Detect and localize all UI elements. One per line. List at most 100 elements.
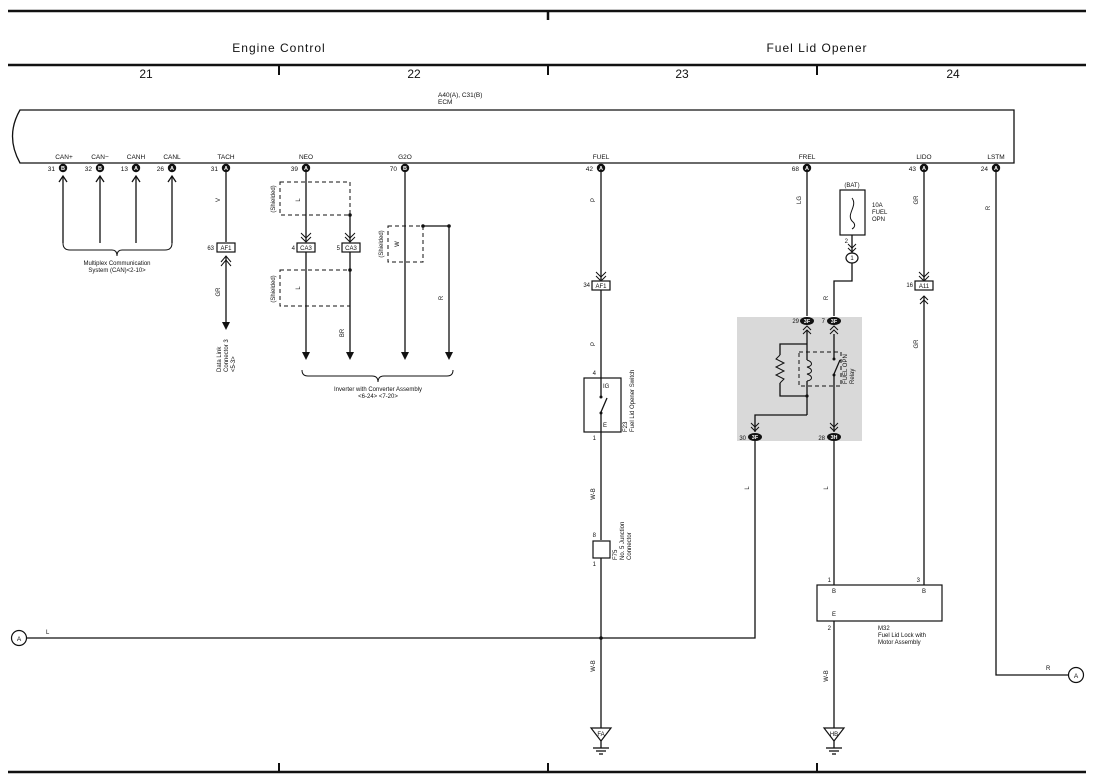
svg-text:AF1: AF1 [220,246,232,252]
column-21: 21 [139,67,153,81]
svg-text:29: 29 [792,319,799,325]
wire-l-28-label: L [824,486,830,490]
g2o-wire-label: W [395,241,401,247]
ecm-pin-canl: CANL 26 A [157,154,181,173]
svg-text:NEO: NEO [299,154,313,161]
tach-dest-line2: Connector 3 [224,339,230,372]
svg-text:CAN+: CAN+ [55,154,73,161]
relay-pin-28 [827,433,841,441]
svg-text:A: A [134,166,138,172]
lido-wire2-label: GR [914,339,920,349]
wire-l-to-offpage-a: L L A [10,441,756,647]
ground-hb [822,727,846,742]
neo-connector-ca3-b [341,242,361,253]
can-note-line1: Multiplex Communication [83,261,150,267]
frel-circuit: LG 29 3F [792,172,814,344]
fuel-lid-lock-motor: 1 B 3 B E 2 M32 Fuel Lid Lock with Motor… [816,578,943,755]
svg-text:32: 32 [85,166,93,173]
wire-l-30-label: L [745,486,751,490]
svg-text:E: E [603,423,607,429]
svg-text:FA: FA [597,732,604,738]
junction-connector-f75 [592,540,611,559]
lock-name-line2: Motor Assembly [878,640,921,646]
tach-wire-label: V [216,198,222,202]
ecm-pin-tach: TACH 31 A [211,154,235,173]
ecm-pin-fuel: FUEL 42 A [586,154,610,173]
svg-text:26: 26 [157,166,165,173]
svg-text:LIDO: LIDO [916,154,931,161]
jc-name-line1: No. 5 Junction [620,522,626,560]
section-fuel-lid-opener: Fuel Lid Opener [766,41,867,55]
svg-text:42: 42 [586,166,594,173]
ecm-pin-lido: LIDO 43 A [909,154,932,173]
relay-pin-29 [800,317,814,325]
wire-l-left-label: L [46,630,50,636]
g2o-wire2-label: R [439,295,445,300]
inverter-note-line2: <6-24> <7-20> [358,394,398,400]
ecm-pin-frel: FREL 68 A [792,154,816,173]
svg-text:13: 13 [121,166,129,173]
svg-text:30: 30 [739,436,746,442]
svg-text:A: A [599,166,603,172]
svg-text:24: 24 [981,166,989,173]
svg-text:IG: IG [603,384,610,390]
svg-text:2: 2 [845,239,849,245]
neo-circuit: (Shielded) L 4 CA3 5 CA3 (Shielded) L BR [271,172,361,360]
svg-text:5: 5 [337,246,341,252]
svg-text:P: P [591,342,597,346]
svg-text:3F: 3F [752,435,759,441]
svg-text:G2O: G2O [398,154,412,161]
svg-text:CA3: CA3 [300,246,312,252]
svg-text:A: A [805,166,809,172]
svg-text:B: B [922,589,926,595]
svg-text:31: 31 [211,166,219,173]
fuel-switch-id: F23 [623,421,629,432]
svg-text:A: A [17,636,22,643]
column-24: 24 [946,67,960,81]
g2o-shielded: (Shielded) [379,230,385,257]
tach-wire2-label: GR [216,287,222,297]
tach-circuit: V 63 AF1 GR Data Link Connector 3 <5-3> [207,172,237,372]
svg-text:B: B [61,166,65,172]
ecm-pin-lstm: LSTM 24 A [981,154,1005,173]
svg-text:3: 3 [917,578,921,584]
tach-connector-af1 [216,242,236,253]
ecm-pin-canh: CANH 13 A [121,154,146,173]
relay-name-line1: FUEL OPN [843,354,849,384]
svg-text:70: 70 [390,166,398,173]
svg-text:CANL: CANL [163,154,181,161]
fuel-lid-lock-box [816,584,943,622]
wire-l-to-lock: L [824,441,835,585]
inverter-note-line1: Inverter with Converter Assembly [334,387,422,393]
tach-dest-line3: <5-3> [231,356,237,372]
svg-text:W-B: W-B [824,670,830,682]
neo-wire-br: BR [340,328,346,337]
bat-fuse-circuit: (BAT) 10A FUEL OPN 2 1 R 7 3F [822,183,888,335]
svg-text:A: A [994,166,998,172]
svg-text:FUEL: FUEL [872,210,888,216]
svg-text:39: 39 [291,166,299,173]
neo-wire-label-bottom: L [296,286,302,290]
g2o-circuit: (Shielded) W R Inverter with Converter A… [301,172,454,400]
svg-text:10A: 10A [872,203,883,209]
svg-text:3F: 3F [831,319,838,325]
ecm-connectors: A40(A), C31(B) [438,92,482,99]
lido-connector-a11 [914,280,934,291]
lstm-circuit: R R A [986,172,1085,684]
section-engine-control: Engine Control [232,41,325,55]
fuel-switch-name: Fuel Lid Opener Switch [630,370,636,432]
svg-text:E: E [832,612,836,618]
lstm-wire-label: R [986,205,992,210]
svg-text:W-B: W-B [591,488,597,500]
svg-text:A: A [170,166,174,172]
neo-shielded-top: (Shielded) [271,185,277,212]
svg-text:34: 34 [583,283,590,289]
svg-text:8: 8 [593,533,597,539]
svg-text:A: A [922,166,926,172]
relay-pin-7 [827,317,841,325]
svg-text:3H: 3H [830,435,837,441]
svg-text:4: 4 [593,371,597,377]
svg-text:A11: A11 [919,284,930,290]
svg-text:A: A [304,166,308,172]
